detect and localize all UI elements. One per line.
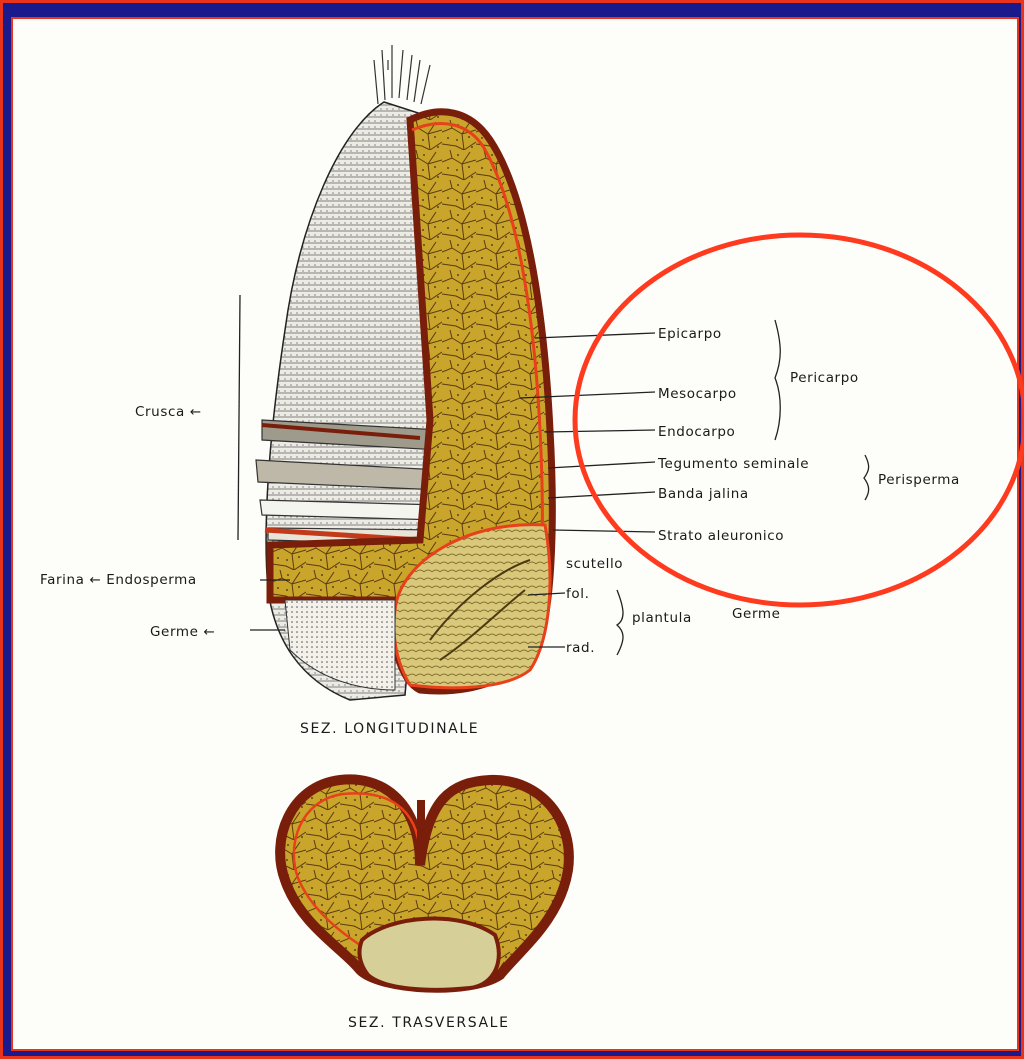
label-endocarpo: Endocarpo [658, 424, 735, 440]
label-rad: rad. [566, 640, 595, 656]
label-mesocarpo: Mesocarpo [658, 386, 737, 402]
label-pericarpo: Pericarpo [790, 370, 859, 386]
label-scutello: scutello [566, 556, 623, 572]
label-crusca: Crusca ← [135, 404, 202, 420]
label-strato: Strato aleuronico [658, 528, 784, 544]
label-farina-endosperma: Farina ← Endosperma [40, 572, 197, 588]
label-plantula: plantula [632, 610, 692, 626]
kernel-brush [374, 45, 430, 104]
label-germe-left: Germe ← [150, 624, 215, 640]
caption-trasversale: SEZ. TRASVERSALE [348, 1015, 510, 1031]
label-tegumento: Tegumento seminale [657, 456, 809, 472]
highlight-ellipse [575, 235, 1024, 605]
label-fol: fol. [566, 586, 589, 602]
label-perisperma: Perisperma [878, 472, 960, 488]
label-banda: Banda jalina [658, 486, 749, 502]
germ-base-left [285, 600, 395, 690]
label-epicarpo: Epicarpo [658, 326, 722, 342]
transverse-germ [360, 919, 499, 990]
caption-longitudinale: SEZ. LONGITUDINALE [300, 721, 479, 737]
label-germe-right: Germe [732, 606, 781, 622]
